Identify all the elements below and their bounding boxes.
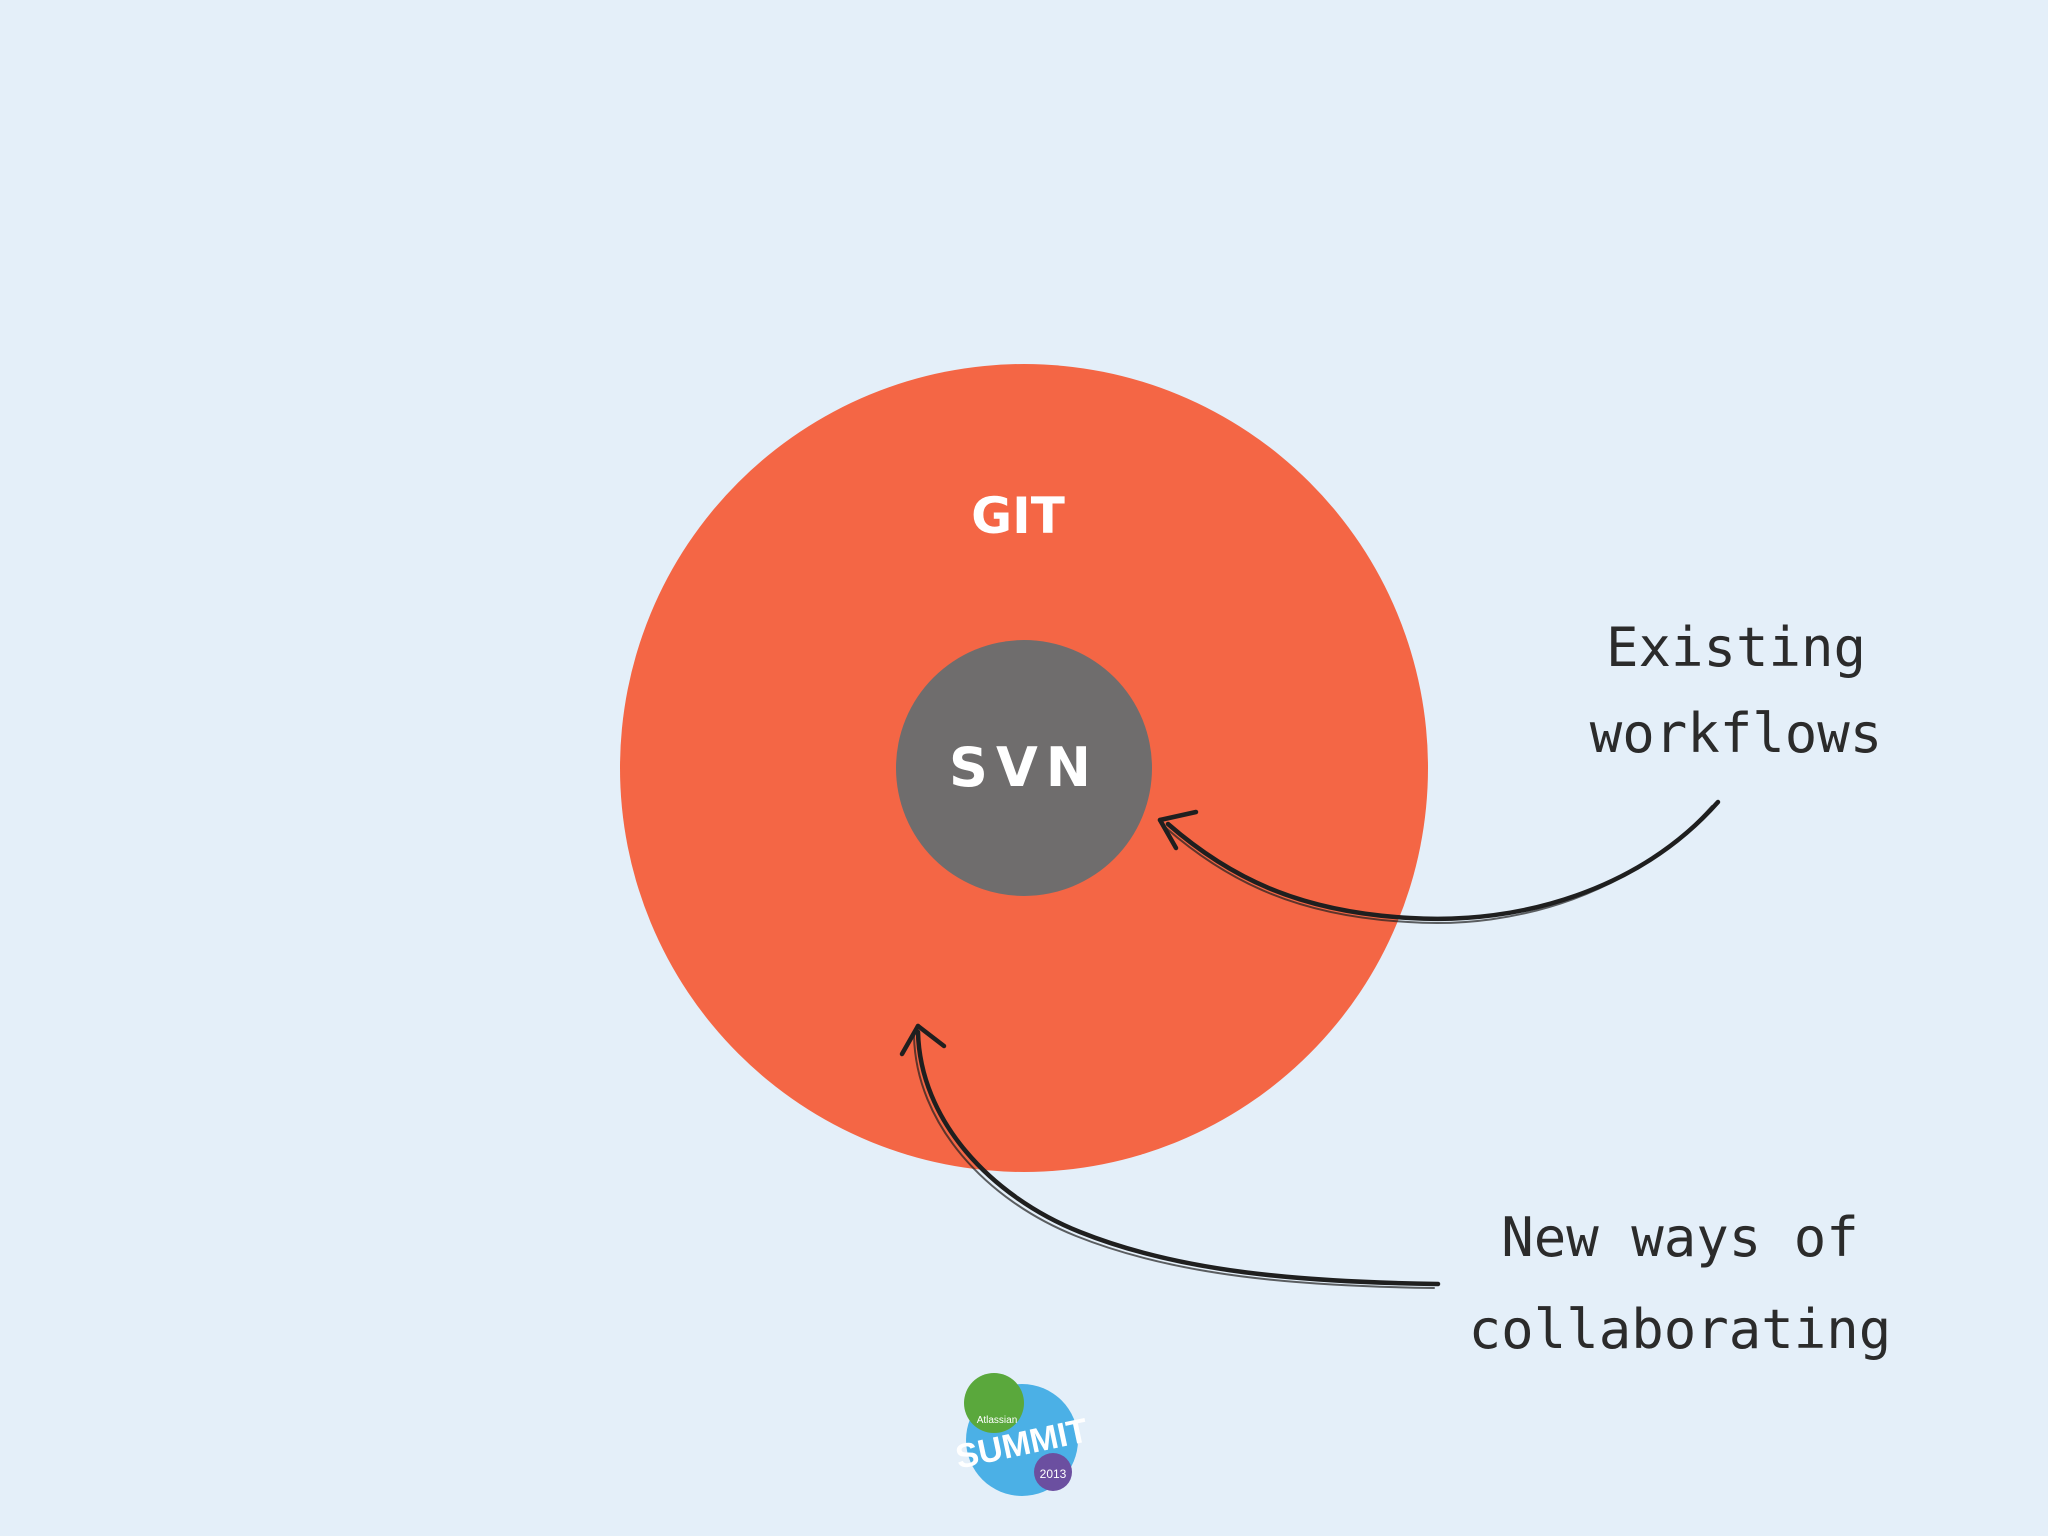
arrow-existing-workflows	[1157, 799, 1721, 924]
logo-year-text: 2013	[1040, 1467, 1067, 1481]
logo-purple-circle	[1034, 1453, 1072, 1491]
annotation-existing-line-1: Existing	[1606, 616, 1866, 679]
annotation-existing-workflows: Existing workflows	[1590, 616, 1883, 765]
git-label: GIT	[971, 487, 1065, 545]
annotation-new-ways: New ways of collaborating	[1469, 1206, 1892, 1361]
arrow-new-ways	[899, 1023, 1441, 1289]
annotation-existing-line-2: workflows	[1590, 702, 1883, 765]
inner-circle-svn	[896, 640, 1152, 896]
annotation-new-line-2: collaborating	[1469, 1298, 1892, 1361]
summit-logo: Atlassian SUMMIT 2013	[952, 1373, 1092, 1496]
logo-brand-text: Atlassian	[977, 1415, 1018, 1426]
annotation-new-line-1: New ways of	[1501, 1206, 1859, 1269]
svn-label: SVN	[949, 736, 1099, 799]
logo-green-circle	[964, 1373, 1024, 1433]
